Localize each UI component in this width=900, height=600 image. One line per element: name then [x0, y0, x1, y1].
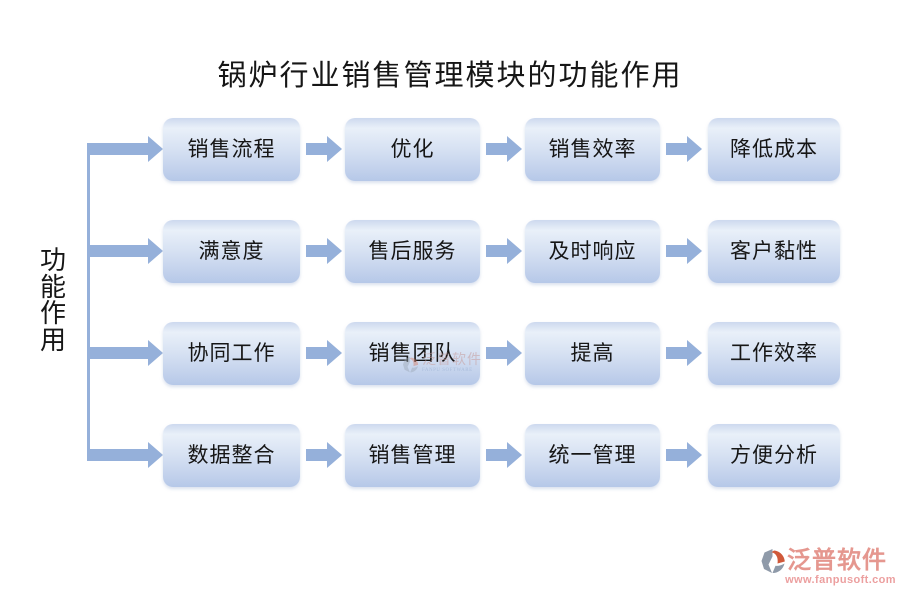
right-arrow-icon: [306, 238, 342, 264]
flow-node: 销售流程: [163, 118, 300, 181]
arrow-head: [507, 442, 522, 468]
arrow-shaft: [666, 245, 688, 257]
flow-node: 及时响应: [525, 220, 660, 283]
branch-arrow-icon: [88, 136, 163, 162]
footer-brand-url: www.fanpusoft.com: [785, 574, 896, 586]
fanpu-logo-icon: [402, 356, 419, 373]
side-label-char: 用: [39, 325, 66, 355]
flow-node: 提高: [525, 322, 660, 385]
arrow-head: [327, 136, 342, 162]
connector-trunk-line: [87, 143, 90, 461]
branch-arrow-icon: [88, 340, 163, 366]
arrow-shaft: [486, 245, 508, 257]
arrow-head: [148, 340, 163, 366]
arrow-shaft: [666, 347, 688, 359]
flow-node: 降低成本: [708, 118, 840, 181]
flow-node: 满意度: [163, 220, 300, 283]
flow-node: 优化: [345, 118, 480, 181]
flow-node: 数据整合: [163, 424, 300, 487]
page-title: 锅炉行业销售管理模块的功能作用: [217, 60, 683, 92]
arrow-shaft: [306, 449, 328, 461]
right-arrow-icon: [666, 238, 702, 264]
watermark: 泛普软件 FANPU SOFTWARE: [402, 353, 482, 374]
right-arrow-icon: [306, 442, 342, 468]
right-arrow-icon: [486, 442, 522, 468]
arrow-head: [148, 238, 163, 264]
arrow-head: [687, 340, 702, 366]
flow-node: 销售管理: [345, 424, 480, 487]
arrow-head: [507, 136, 522, 162]
arrow-shaft: [88, 347, 149, 359]
flow-node: 销售效率: [525, 118, 660, 181]
flow-node: 销售团队: [345, 322, 480, 385]
arrow-shaft: [88, 143, 149, 155]
arrow-head: [507, 238, 522, 264]
arrow-shaft: [306, 245, 328, 257]
arrow-head: [687, 442, 702, 468]
watermark-brand: 泛普软件: [422, 353, 482, 368]
side-label-char: 作: [39, 299, 66, 328]
flow-node: 客户黏性: [708, 220, 840, 283]
branch-arrow-icon: [88, 442, 163, 468]
arrow-head: [327, 442, 342, 468]
flow-node: 工作效率: [708, 322, 840, 385]
right-arrow-icon: [666, 442, 702, 468]
arrow-shaft: [666, 449, 688, 461]
arrow-shaft: [666, 143, 688, 155]
flow-node: 统一管理: [525, 424, 660, 487]
arrow-shaft: [306, 143, 328, 155]
arrow-head: [327, 340, 342, 366]
arrow-shaft: [306, 347, 328, 359]
side-label-char: 能: [39, 272, 66, 302]
watermark-text-block: 泛普软件 FANPU SOFTWARE: [422, 353, 482, 374]
side-label-vertical: 功 能 作 用: [38, 246, 68, 355]
flow-node: 协同工作: [163, 322, 300, 385]
right-arrow-icon: [306, 340, 342, 366]
footer-brand: 泛普软件 www.fanpusoft.com: [760, 548, 896, 586]
arrow-shaft: [486, 143, 508, 155]
footer-brand-row: 泛普软件: [760, 548, 896, 574]
side-label-char: 功: [39, 246, 66, 275]
right-arrow-icon: [666, 136, 702, 162]
arrow-shaft: [486, 347, 508, 359]
arrow-head: [327, 238, 342, 264]
arrow-head: [148, 136, 163, 162]
arrow-shaft: [88, 449, 149, 461]
right-arrow-icon: [666, 340, 702, 366]
arrow-shaft: [486, 449, 508, 461]
arrow-head: [148, 442, 163, 468]
arrow-head: [687, 136, 702, 162]
right-arrow-icon: [486, 340, 522, 366]
arrow-head: [687, 238, 702, 264]
flow-node: 方便分析: [708, 424, 840, 487]
arrow-shaft: [88, 245, 149, 257]
right-arrow-icon: [486, 238, 522, 264]
watermark-subtext: FANPU SOFTWARE: [422, 368, 473, 373]
flow-node: 售后服务: [345, 220, 480, 283]
footer-brand-name: 泛普软件: [787, 548, 887, 574]
branch-arrow-icon: [88, 238, 163, 264]
right-arrow-icon: [306, 136, 342, 162]
right-arrow-icon: [486, 136, 522, 162]
fanpu-logo-icon: [761, 549, 785, 574]
arrow-head: [507, 340, 522, 366]
